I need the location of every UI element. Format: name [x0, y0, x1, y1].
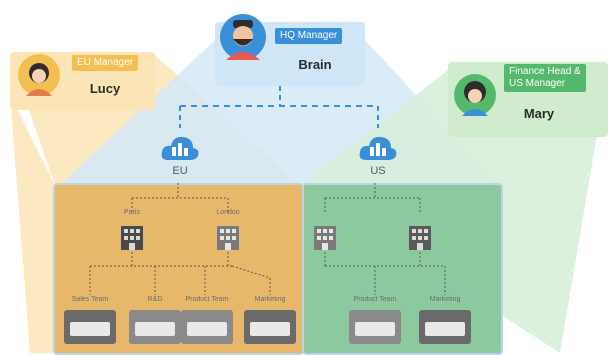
- building-icon: [121, 226, 143, 250]
- lucy-role-badge: EU Manager: [72, 55, 139, 71]
- us-leaf-label: Marketing: [429, 296, 461, 303]
- mary-name: Mary: [523, 106, 555, 121]
- eu-cloud-icon: [161, 136, 199, 160]
- mary-role-line2: US Manager: [509, 78, 566, 89]
- team-device-tile: [64, 310, 116, 344]
- mary-avatar: [454, 74, 496, 116]
- lucy-avatar: [18, 54, 60, 96]
- eu-leaf-label: Product Team: [185, 296, 229, 303]
- brain-card: HQ Manager Brain: [215, 14, 365, 86]
- region-label-us: US: [370, 165, 386, 177]
- brain-role-badge: HQ Manager: [275, 28, 343, 44]
- brain-name: Brain: [298, 57, 332, 72]
- building-icon: [217, 226, 239, 250]
- team-device-tile: [129, 310, 181, 344]
- eu-leaf-label: Marketing: [254, 296, 286, 303]
- lucy-name: Lucy: [89, 81, 121, 96]
- eu-node-label-right: London: [216, 209, 240, 216]
- brain-avatar: [220, 14, 266, 60]
- person-icon: [26, 63, 52, 96]
- team-device-tile: [419, 310, 471, 344]
- mary-card: Finance Head & US Manager Mary: [448, 62, 608, 137]
- lucy-card: EU Manager Lucy: [10, 52, 155, 110]
- building-icon: [314, 226, 336, 250]
- person-icon: [462, 81, 488, 116]
- region-label-eu: EU: [172, 165, 188, 177]
- person-icon: [226, 20, 260, 60]
- team-device-tile: [181, 310, 233, 344]
- eu-leaf-label: R&D: [147, 296, 163, 303]
- mary-role-badge: Finance Head & US Manager: [504, 64, 586, 92]
- team-device-tile: [349, 310, 401, 344]
- us-leaf-label: Product Team: [353, 296, 397, 303]
- eu-node-label-left: Paris: [124, 209, 140, 216]
- eu-leaf-label: Sales Team: [71, 296, 109, 303]
- building-icon: [409, 226, 431, 250]
- mary-role-line1: Finance Head &: [509, 66, 581, 77]
- eu-strip: [10, 95, 55, 353]
- team-device-tile: [244, 310, 296, 344]
- us-cloud-icon: [359, 136, 397, 160]
